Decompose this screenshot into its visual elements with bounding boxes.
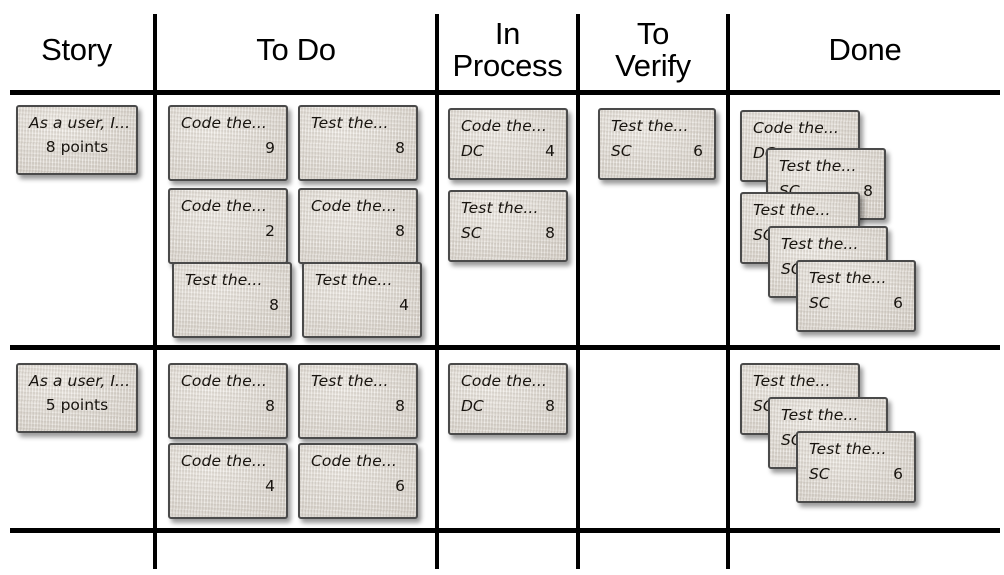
card-owner: SC [611, 142, 632, 160]
card-title: Test the... [753, 372, 831, 390]
card-title: Code the... [311, 197, 397, 215]
task-card[interactable]: Test the... 8 [298, 105, 418, 181]
card-title: Test the... [461, 199, 539, 217]
card-owner: SC [779, 182, 800, 200]
column-divider-todo-inprocess [435, 14, 439, 569]
card-meta: 9 [181, 139, 275, 157]
card-meta: 8 [311, 397, 405, 415]
task-card[interactable]: Code the... DC 4 [448, 108, 568, 180]
story-card[interactable]: As a user, I... 8 points [16, 105, 138, 175]
empty-swimlane-row-3[interactable] [0, 533, 1004, 575]
card-owner: SC [461, 224, 482, 242]
card-meta: 8 [311, 139, 405, 157]
card-title: Test the... [753, 201, 831, 219]
card-owner: DC [461, 397, 484, 415]
task-card[interactable]: Code the... DC 8 [448, 363, 568, 435]
card-points: 8 [863, 182, 873, 200]
card-points: 6 [693, 142, 703, 160]
card-points: 8 [545, 224, 555, 242]
card-points: 8 [545, 397, 555, 415]
card-points: 4 [265, 477, 275, 495]
task-card[interactable]: Code the... 6 [298, 443, 418, 519]
column-header-to-verify[interactable]: To Verify [615, 16, 691, 83]
card-meta: SC 6 [809, 465, 903, 483]
story-card[interactable]: As a user, I... 5 points [16, 363, 138, 433]
card-owner: DC [461, 142, 484, 160]
task-card-stacked[interactable]: Test the... SC 6 [796, 260, 916, 332]
card-points: 4 [545, 142, 555, 160]
card-title: Code the... [461, 372, 547, 390]
card-title: As a user, I... [29, 372, 131, 390]
card-meta: SC 6 [611, 142, 703, 160]
card-title: Test the... [311, 372, 389, 390]
card-meta: 2 [181, 222, 275, 240]
card-title: Code the... [461, 117, 547, 135]
column-header-in-process[interactable]: In Process [452, 16, 563, 83]
column-header-to-do[interactable]: To Do [256, 32, 336, 68]
card-title: Test the... [311, 114, 389, 132]
card-title: Test the... [809, 440, 887, 458]
card-points: 8 [395, 222, 405, 240]
card-meta: DC 8 [461, 397, 555, 415]
task-card[interactable]: Code the... 8 [298, 188, 418, 264]
column-divider-story-todo [153, 14, 157, 569]
task-card[interactable]: Code the... 2 [168, 188, 288, 264]
task-card-stacked[interactable]: Test the... SC 6 [796, 431, 916, 503]
task-card[interactable]: Test the... 8 [172, 262, 292, 338]
card-title: Code the... [181, 372, 267, 390]
card-title: Test the... [315, 271, 393, 289]
card-points: 8 [265, 397, 275, 415]
task-card[interactable]: Test the... 8 [298, 363, 418, 439]
card-owner: SC [809, 465, 830, 483]
card-title: Code the... [753, 119, 839, 137]
card-meta: SC 6 [809, 294, 903, 312]
card-title: Test the... [781, 235, 859, 253]
card-meta: 6 [311, 477, 405, 495]
card-meta: 4 [181, 477, 275, 495]
card-title: Code the... [181, 452, 267, 470]
card-meta: SC 8 [461, 224, 555, 242]
task-card[interactable]: Code the... 9 [168, 105, 288, 181]
task-card[interactable]: Test the... 4 [302, 262, 422, 338]
column-header-done[interactable]: Done [828, 32, 902, 68]
card-title: Code the... [311, 452, 397, 470]
card-points: 6 [395, 477, 405, 495]
task-card[interactable]: Code the... 4 [168, 443, 288, 519]
card-title: Test the... [611, 117, 689, 135]
card-points: 4 [399, 296, 409, 314]
row-2-rule [10, 528, 1000, 533]
card-meta: 8 [311, 222, 405, 240]
card-points: 6 [893, 465, 903, 483]
task-card[interactable]: Test the... SC 8 [448, 190, 568, 262]
card-points: 8 [395, 139, 405, 157]
card-points: 8 [269, 296, 279, 314]
card-meta: 8 [181, 397, 275, 415]
card-title: Code the... [181, 114, 267, 132]
card-points: 2 [265, 222, 275, 240]
card-points: 6 [893, 294, 903, 312]
column-header-story[interactable]: Story [41, 32, 112, 68]
card-title: Test the... [781, 406, 859, 424]
card-title: Test the... [809, 269, 887, 287]
task-card[interactable]: Test the... SC 6 [598, 108, 716, 180]
card-title: Test the... [185, 271, 263, 289]
card-title: Test the... [779, 157, 857, 175]
card-points: 8 [395, 397, 405, 415]
column-divider-toverify-done [726, 14, 730, 569]
card-points: 9 [265, 139, 275, 157]
card-meta: SC 8 [779, 182, 873, 200]
card-owner: SC [809, 294, 830, 312]
column-divider-inprocess-toverify [576, 14, 580, 569]
header-rule [10, 90, 1000, 95]
row-1-rule [10, 345, 1000, 350]
card-points: 8 points [45, 138, 109, 156]
task-card[interactable]: Code the... 8 [168, 363, 288, 439]
card-title: Code the... [181, 197, 267, 215]
card-title: As a user, I... [29, 114, 131, 132]
card-meta: 4 [315, 296, 409, 314]
card-meta: 8 [185, 296, 279, 314]
card-meta: DC 4 [461, 142, 555, 160]
card-points: 5 points [45, 396, 109, 414]
